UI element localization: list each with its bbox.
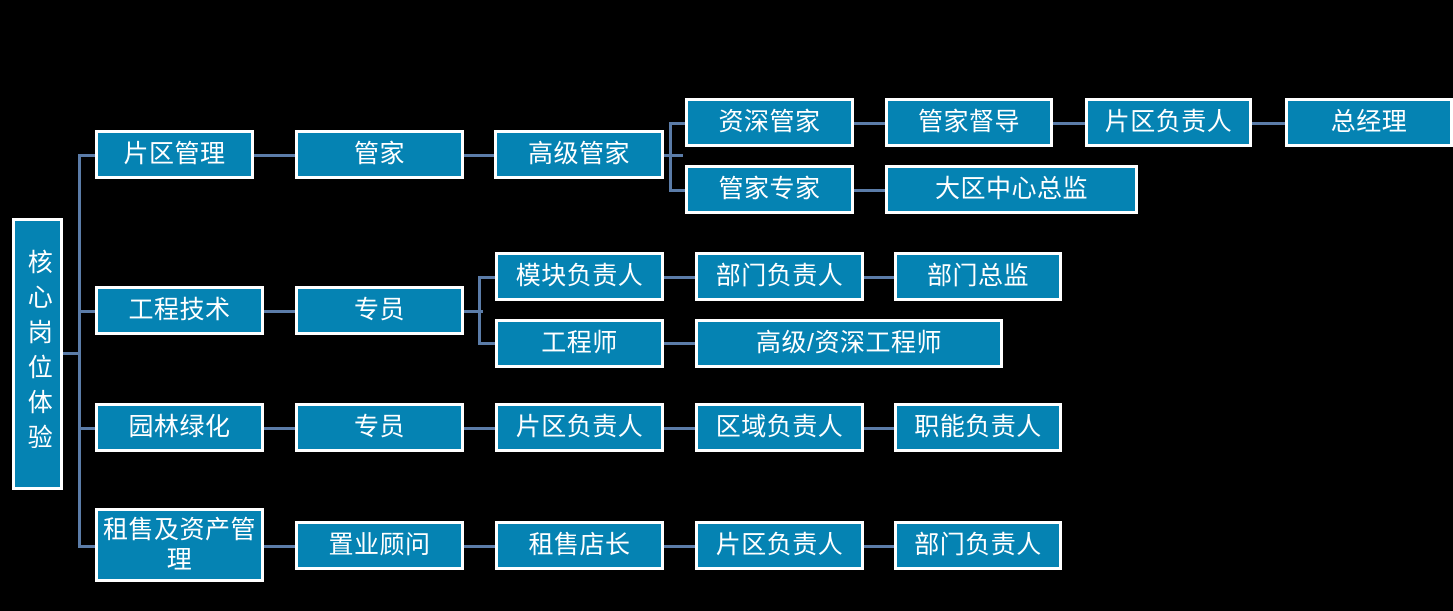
node-senior-housekeeper-role[interactable]: 高级管家 [494,130,664,179]
connector-row1-fork-vertical [669,122,672,190]
node-department-leader-row4[interactable]: 部门负责人 [894,521,1062,570]
node-property-consultant[interactable]: 置业顾问 [295,521,464,570]
connector-r1c2-r1c3 [463,154,495,157]
node-engineer[interactable]: 工程师 [495,319,664,368]
connector-r1a1-r1a2 [853,122,886,125]
node-root-core-position-experience[interactable]: 核心岗位体验 [12,218,63,490]
node-department-leader-row2[interactable]: 部门负责人 [695,252,864,301]
connector-trunk-to-row3 [78,427,96,430]
node-senior-veteran-engineer[interactable]: 高级/资深工程师 [695,319,1003,368]
connector-r1c1-r1c2 [253,154,296,157]
connector-r1c3-fork [663,154,683,157]
node-specialist-landscaping[interactable]: 专员 [295,403,464,452]
connector-trunk-to-row4 [78,545,96,548]
node-district-management[interactable]: 片区管理 [95,130,254,179]
connector-trunk-to-row2 [78,310,96,313]
connector-root-stub [63,352,80,355]
node-district-leader-row3[interactable]: 片区负责人 [495,403,664,452]
connector-r2c1-r2c2 [263,310,296,313]
node-housekeeper-expert[interactable]: 管家专家 [685,165,854,214]
connector-r3c3-r3c4 [663,427,696,430]
connector-main-trunk [78,154,81,547]
connector-r4c4-r4c5 [863,545,895,548]
connector-r3c2-r3c3 [463,427,495,430]
node-module-owner[interactable]: 模块负责人 [495,252,664,301]
connector-r2c2-fork [463,310,483,313]
connector-r4c2-r4c3 [463,545,495,548]
connector-row1-fork-top [669,122,687,125]
connector-r1a3-r1a4 [1251,122,1286,125]
connector-r2a2-r2a3 [863,276,895,279]
node-area-leader[interactable]: 区域负责人 [695,403,864,452]
connector-r1a2-r1a3 [1052,122,1086,125]
connector-row2-fork-top [478,276,496,279]
connector-r2b1-r2b2 [663,342,696,345]
connector-row2-fork-bottom [478,342,496,345]
node-functional-leader[interactable]: 职能负责人 [894,403,1062,452]
connector-row2-fork-vertical [478,276,481,344]
connector-r4c1-r4c2 [263,545,296,548]
node-specialist-engineering[interactable]: 专员 [295,286,464,335]
connector-r2a1-r2a2 [663,276,696,279]
node-housekeeper[interactable]: 管家 [295,130,464,179]
connector-r4c3-r4c4 [663,545,696,548]
connector-r3c4-r3c5 [863,427,895,430]
node-regional-center-director[interactable]: 大区中心总监 [885,165,1138,214]
node-district-leader-row1[interactable]: 片区负责人 [1085,98,1252,147]
node-leasing-store-manager[interactable]: 租售店长 [495,521,664,570]
connector-trunk-to-row1 [78,154,96,157]
connector-row1-fork-bottom [669,189,687,192]
connector-r3c1-r3c2 [263,427,296,430]
node-department-director[interactable]: 部门总监 [894,252,1062,301]
connector-r1b1-r1b2 [853,189,886,192]
node-leasing-and-asset-management[interactable]: 租售及资产管理 [95,508,264,582]
node-veteran-housekeeper[interactable]: 资深管家 [685,98,854,147]
node-housekeeper-supervisor[interactable]: 管家督导 [885,98,1053,147]
node-landscaping[interactable]: 园林绿化 [95,403,264,452]
node-engineering-technology[interactable]: 工程技术 [95,286,264,335]
node-general-manager[interactable]: 总经理 [1285,98,1453,147]
node-district-leader-row4[interactable]: 片区负责人 [695,521,864,570]
